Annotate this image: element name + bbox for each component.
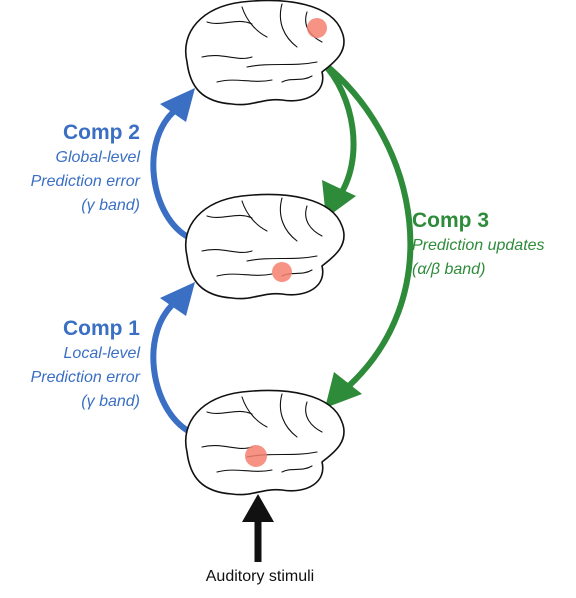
- brain-bottom: [186, 391, 344, 495]
- comp3-title: Comp 3: [412, 208, 576, 234]
- activation-spot-middle: [272, 262, 292, 282]
- comp1-label: Comp 1 Local-level Prediction error (γ b…: [0, 316, 140, 414]
- activation-spot-bottom: [245, 445, 267, 467]
- comp1-line3: (γ band): [0, 390, 140, 414]
- comp1-title: Comp 1: [0, 316, 140, 342]
- comp2-title: Comp 2: [0, 120, 140, 146]
- comp2-arrow: [153, 108, 190, 238]
- comp3-arrow-short: [322, 62, 354, 198]
- comp3-line2: (α/β band): [412, 258, 576, 282]
- comp1-arrow: [153, 300, 190, 432]
- comp2-label: Comp 2 Global-level Prediction error (γ …: [0, 120, 140, 218]
- comp1-line1: Local-level: [0, 342, 140, 366]
- brain-top: [186, 1, 344, 105]
- comp1-line2: Prediction error: [0, 366, 140, 390]
- brain-middle: [186, 195, 344, 299]
- activation-spot-top: [307, 18, 327, 38]
- comp2-line2: Prediction error: [0, 170, 140, 194]
- comp2-line1: Global-level: [0, 146, 140, 170]
- stimulus-arrowhead: [242, 494, 274, 522]
- comp2-line3: (γ band): [0, 194, 140, 218]
- comp3-line1: Prediction updates: [412, 234, 576, 258]
- comp3-label: Comp 3 Prediction updates (α/β band): [412, 208, 576, 282]
- stimulus-label: Auditory stimuli: [170, 568, 350, 586]
